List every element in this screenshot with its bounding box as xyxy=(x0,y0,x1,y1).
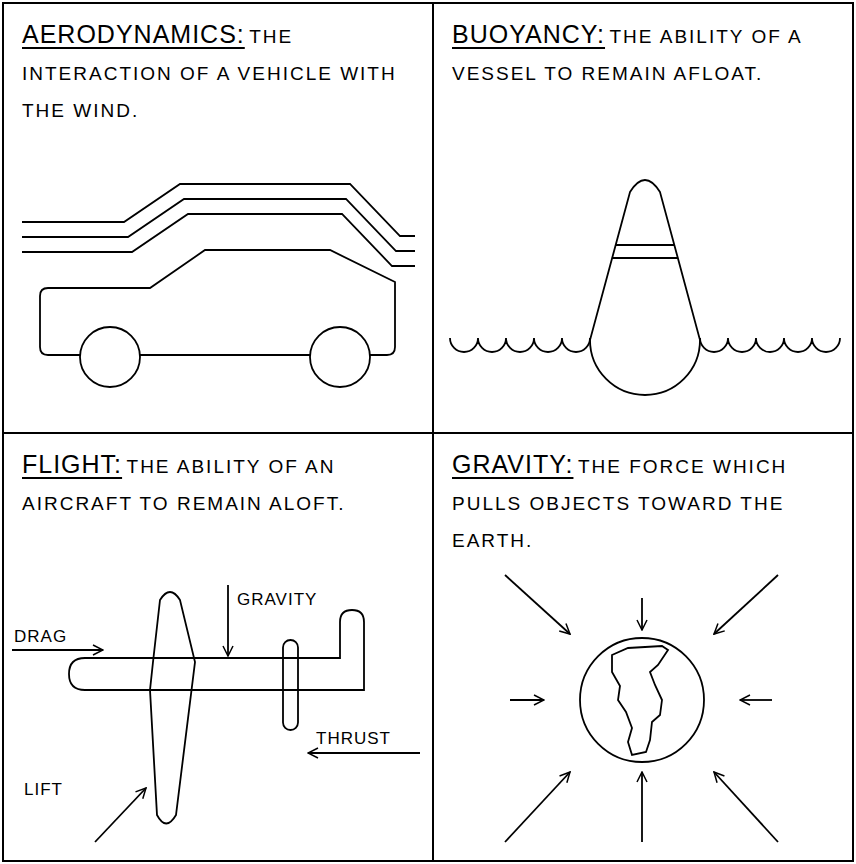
buoy-stripe xyxy=(615,244,674,246)
buoy-body xyxy=(590,180,700,395)
gravity-arrow xyxy=(714,575,778,634)
concept-panel: AERODYNAMICS: THE INTERACTION OF A VEHIC… xyxy=(2,2,434,434)
term-heading: BUOYANCY: xyxy=(452,20,605,48)
gravity-arrow xyxy=(505,575,570,634)
panel-text: BUOYANCY: THE ABILITY OF A VESSEL TO REM… xyxy=(434,4,822,93)
wing xyxy=(150,592,195,824)
term-heading: FLIGHT: xyxy=(22,450,122,478)
fuselage xyxy=(69,610,364,690)
buoy-stripe xyxy=(612,257,678,259)
concept-panel: FLIGHT: THE ABILITY OF AN AIRCRAFT TO RE… xyxy=(2,432,434,862)
panel-text: AERODYNAMICS: THE INTERACTION OF A VEHIC… xyxy=(4,4,414,130)
gravity-arrow xyxy=(510,699,544,701)
lift-arrow xyxy=(95,788,146,842)
stabilizer xyxy=(283,640,298,730)
gravity-arrow xyxy=(505,772,570,842)
car-wheel xyxy=(310,327,370,387)
force-label: LIFT xyxy=(24,780,63,800)
gravity-arrow xyxy=(740,699,772,701)
thrust-arrow xyxy=(308,752,420,754)
earth-illustration xyxy=(505,575,778,842)
gravity-arrow xyxy=(714,772,778,842)
continent xyxy=(612,646,668,755)
water-waves xyxy=(450,338,590,352)
drag-arrow xyxy=(12,649,103,651)
panel-text: GRAVITY: THE FORCE WHICH PULLS OBJECTS T… xyxy=(434,434,792,560)
concept-panel: BUOYANCY: THE ABILITY OF A VESSEL TO REM… xyxy=(432,2,854,434)
concept-panel: GRAVITY: THE FORCE WHICH PULLS OBJECTS T… xyxy=(432,432,854,862)
gravity-arrow xyxy=(641,598,643,630)
earth-circle xyxy=(580,638,704,762)
gravity-arrow xyxy=(227,585,229,656)
buoy-illustration xyxy=(450,180,840,395)
aircraft-illustration xyxy=(12,585,420,842)
car-wheel xyxy=(80,327,140,387)
wind-line xyxy=(22,184,415,236)
term-heading: GRAVITY: xyxy=(452,450,573,478)
gravity-arrow xyxy=(641,772,643,842)
force-label: GRAVITY xyxy=(237,590,317,610)
panel-text: FLIGHT: THE ABILITY OF AN AIRCRAFT TO RE… xyxy=(4,434,414,523)
wind-line xyxy=(22,199,415,251)
car-illustration xyxy=(22,184,415,387)
water-waves xyxy=(700,338,840,352)
force-label: THRUST xyxy=(316,729,391,749)
force-label: DRAG xyxy=(14,627,67,647)
term-heading: AERODYNAMICS: xyxy=(22,20,245,48)
